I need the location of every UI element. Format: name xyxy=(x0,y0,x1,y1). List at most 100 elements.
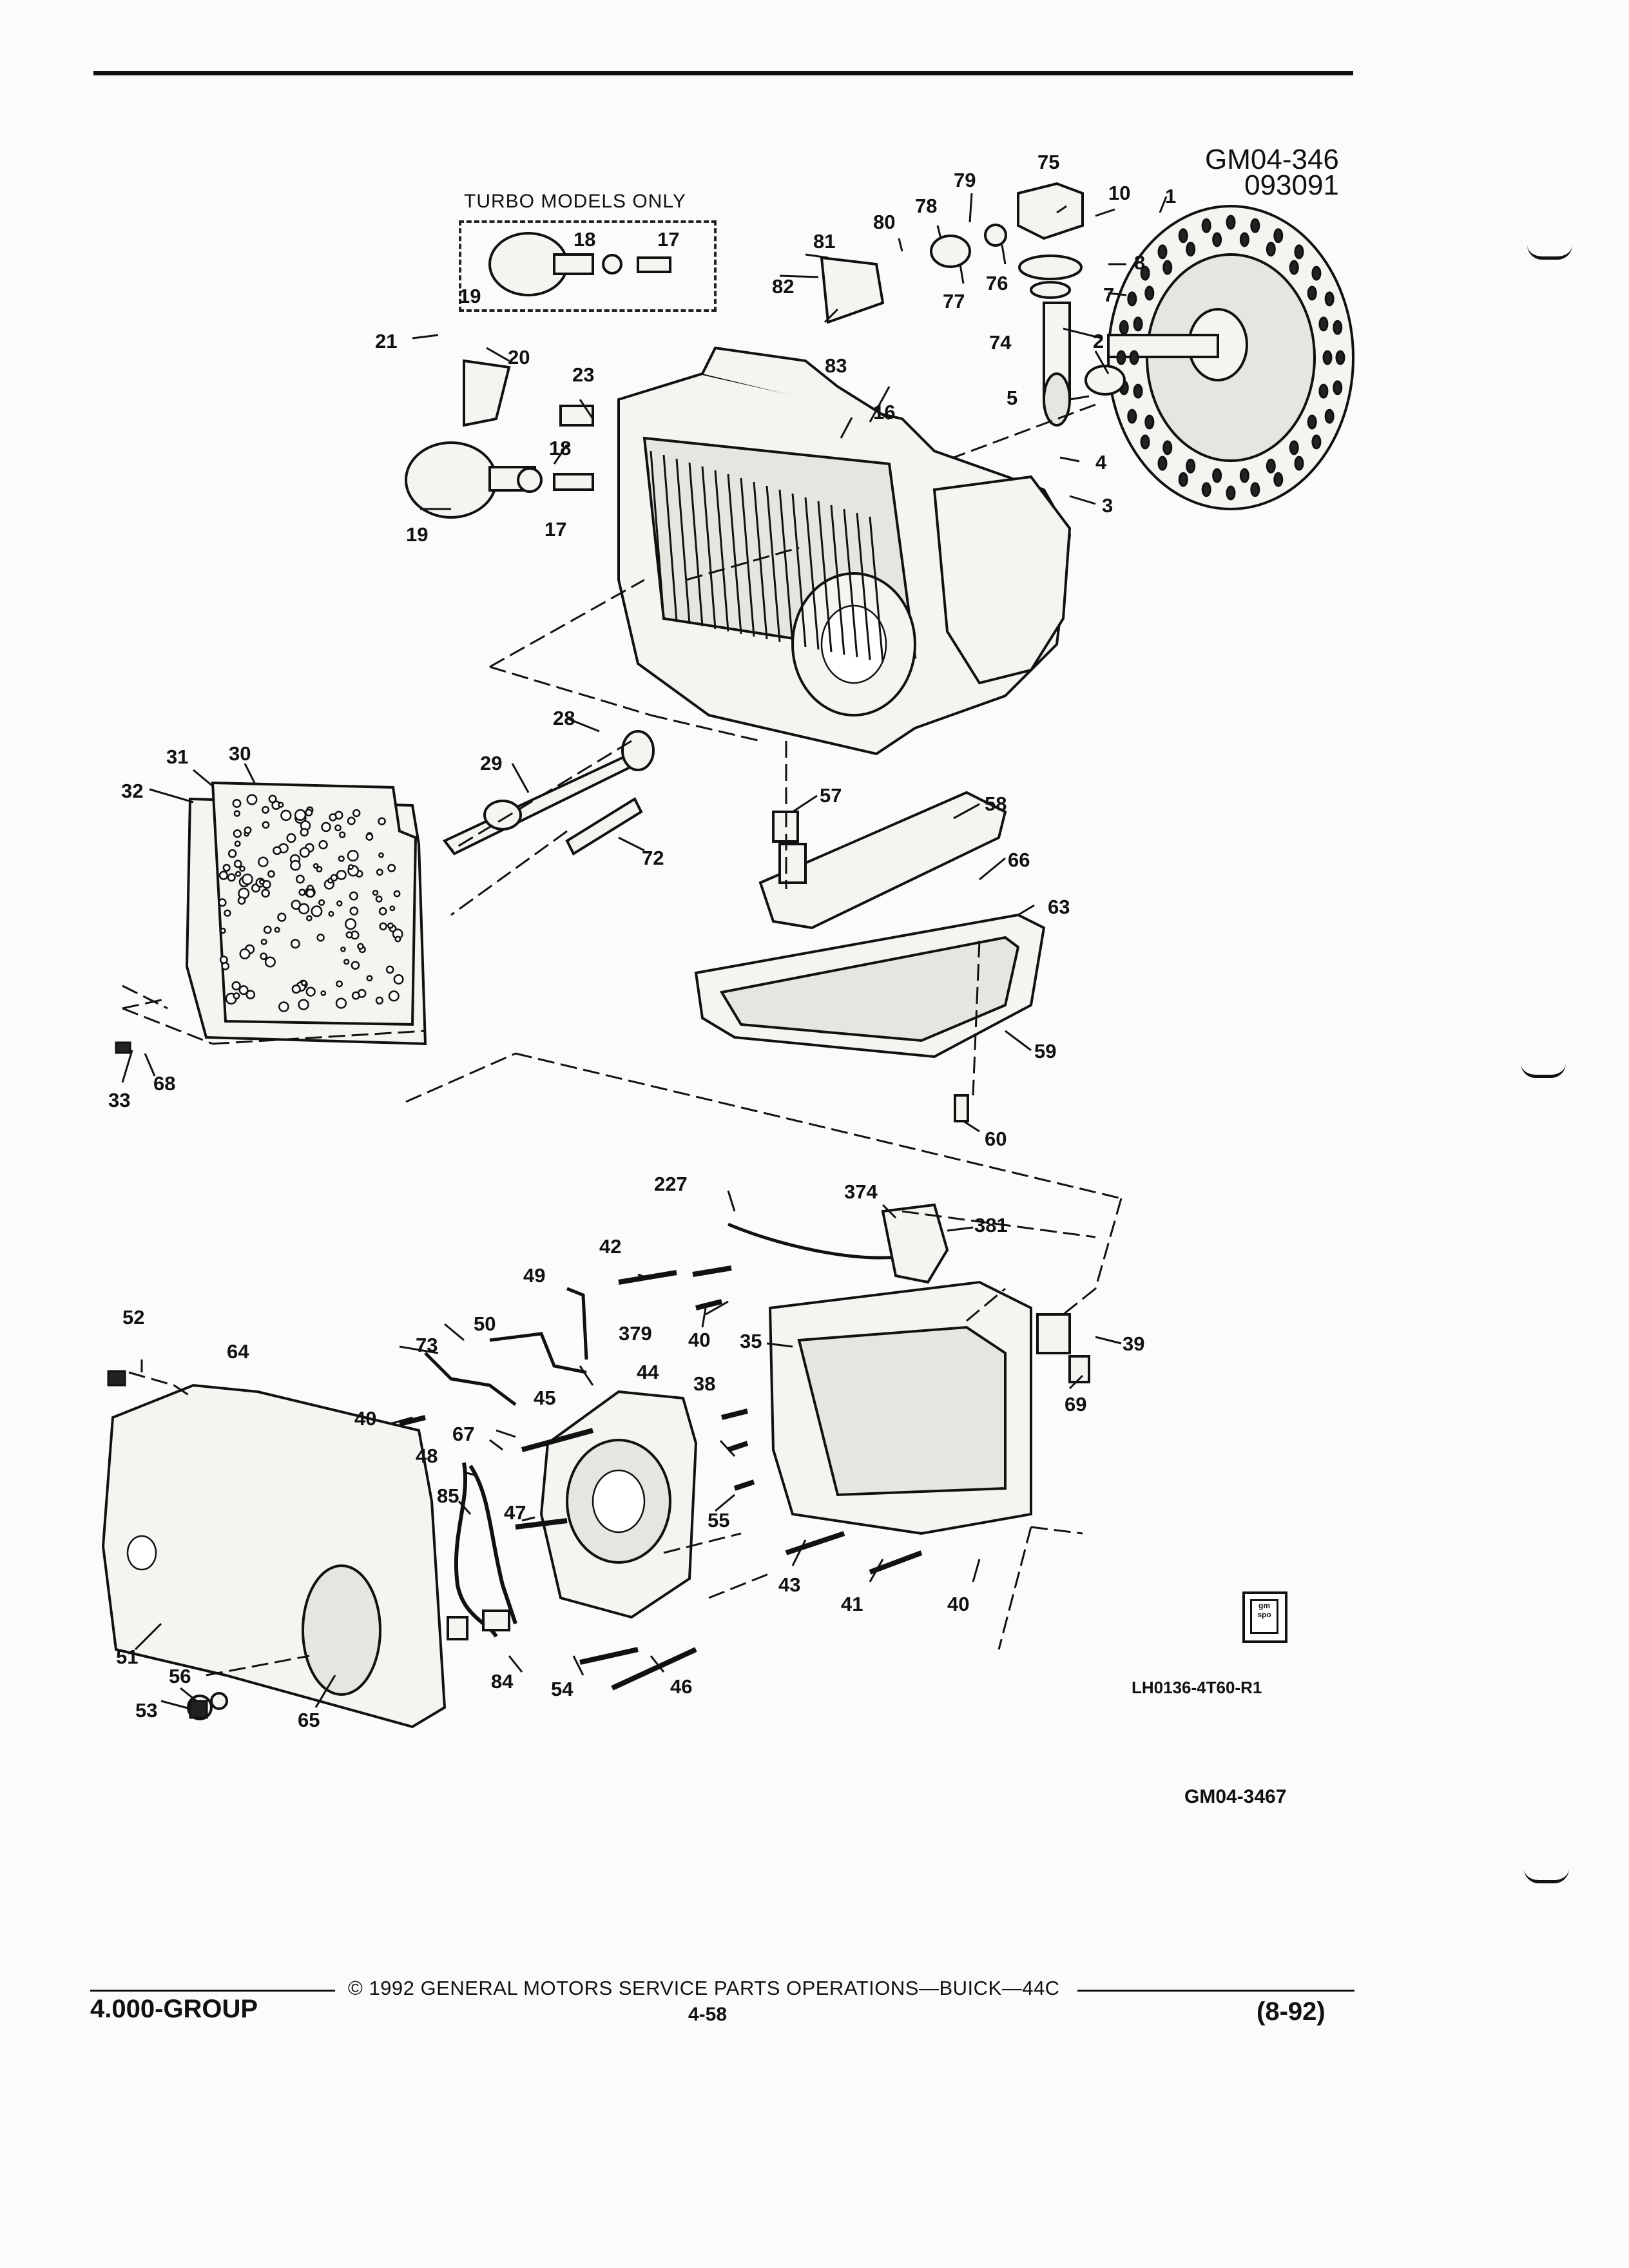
converter-vane xyxy=(1140,265,1150,281)
case-passage-line xyxy=(778,489,794,645)
callout-28: 28 xyxy=(553,707,575,729)
callout-76: 76 xyxy=(986,272,1008,294)
plate-passage-hole xyxy=(338,855,345,862)
pump-body xyxy=(539,1390,698,1619)
plate-passage-hole xyxy=(234,840,241,847)
callout-19-turbo: 19 xyxy=(459,285,481,307)
case-passage-line xyxy=(869,516,884,663)
plate-passage-hole xyxy=(311,905,323,918)
callout-81: 81 xyxy=(813,230,835,253)
plate-passage-hole xyxy=(298,903,310,915)
converter-vane xyxy=(1335,350,1345,365)
plate-passage-hole xyxy=(385,965,394,974)
assembly-dash-lines xyxy=(122,403,1123,1677)
plate-passage-hole xyxy=(232,798,242,808)
case-passage-line xyxy=(766,485,781,642)
case-passage-line xyxy=(675,458,691,624)
callout-75: 75 xyxy=(1037,151,1059,173)
plate-passage-hole xyxy=(335,997,347,1009)
callout-1: 1 xyxy=(1165,185,1176,207)
converter-vane xyxy=(1144,285,1155,301)
shafts xyxy=(442,730,655,856)
converter-vane xyxy=(1324,291,1335,307)
top-rule xyxy=(93,71,1353,75)
plate-passage-hole xyxy=(233,829,242,838)
plate-passage-hole xyxy=(387,863,396,872)
converter-vane xyxy=(1226,215,1236,230)
callout-31: 31 xyxy=(166,745,188,768)
case-passage-line xyxy=(791,493,807,648)
plate-passage-hole xyxy=(290,939,300,949)
callout-29: 29 xyxy=(480,752,502,774)
plate-passage-hole xyxy=(262,805,270,814)
callout-85: 85 xyxy=(437,1485,459,1507)
plate-passage-hole xyxy=(268,794,277,803)
plate-passage-hole xyxy=(378,907,387,916)
callout-labels: 1 2 3 4 5 7 8 10 16 17 17 18 18 19 19 20… xyxy=(108,151,1176,1731)
callout-74: 74 xyxy=(989,331,1012,354)
plate-passage-hole xyxy=(376,869,383,876)
plate-passage-hole xyxy=(393,974,404,985)
callout-379: 379 xyxy=(619,1322,652,1345)
plate-passage-hole xyxy=(291,984,301,994)
plate-passage-hole xyxy=(334,824,342,832)
converter-vane xyxy=(1144,414,1155,430)
case-passage-line xyxy=(843,508,858,658)
callout-57: 57 xyxy=(820,784,842,807)
callout-55: 55 xyxy=(708,1509,729,1532)
plate-passage-hole xyxy=(238,985,249,995)
converter-vane xyxy=(1266,458,1276,474)
callout-40c: 40 xyxy=(947,1593,969,1615)
converter-vane xyxy=(1162,440,1173,456)
callout-84: 84 xyxy=(491,1670,514,1693)
callout-7: 7 xyxy=(1103,284,1114,306)
plate-passage-hole xyxy=(329,813,337,822)
callout-46: 46 xyxy=(670,1675,692,1698)
plate-passage-hole xyxy=(298,889,306,896)
plate-passage-hole xyxy=(233,810,240,817)
converter-vane xyxy=(1212,232,1222,247)
converter-vane xyxy=(1250,482,1260,497)
converter-vane xyxy=(1273,472,1284,487)
callout-53: 53 xyxy=(135,1699,157,1722)
case-passage-line xyxy=(804,497,820,650)
case-passage-line xyxy=(650,450,665,619)
plate-passage-hole xyxy=(330,874,338,882)
callout-66: 66 xyxy=(1008,849,1030,871)
converter-vane xyxy=(1294,456,1304,471)
callout-39: 39 xyxy=(1123,1332,1144,1355)
callout-23: 23 xyxy=(572,363,594,386)
plate-passage-hole xyxy=(328,910,334,917)
converter-vane xyxy=(1324,408,1335,424)
plate-passage-hole xyxy=(278,1001,289,1012)
turbo-models-label: TURBO MODELS ONLY xyxy=(464,191,686,212)
converter-vane xyxy=(1311,434,1322,450)
footer-copyright: © 1992 GENERAL MOTORS SERVICE PARTS OPER… xyxy=(348,1977,1060,1999)
plate-passage-hole xyxy=(239,865,246,872)
case-passage-line xyxy=(714,470,729,632)
callout-30: 30 xyxy=(229,742,251,765)
figure-id: GM04-346 093091 xyxy=(1205,146,1339,200)
converter-vane xyxy=(1127,408,1137,424)
drawing-code: LH0136-4T60-R1 xyxy=(1132,1678,1262,1697)
plate-passage-hole xyxy=(298,999,309,1010)
callout-227: 227 xyxy=(654,1173,688,1195)
callout-79: 79 xyxy=(954,169,976,191)
plate-passage-hole xyxy=(294,809,307,822)
converter-vane xyxy=(1178,472,1188,487)
plate-passage-hole xyxy=(260,938,267,945)
converter-vane xyxy=(1116,350,1126,365)
callout-19: 19 xyxy=(406,523,428,546)
callout-44: 44 xyxy=(637,1361,659,1383)
callout-56: 56 xyxy=(169,1665,191,1687)
converter-vane xyxy=(1307,414,1317,430)
plate-passage-hole xyxy=(290,860,301,871)
callout-82: 82 xyxy=(772,275,794,298)
plate-passage-hole xyxy=(345,918,357,930)
callout-77: 77 xyxy=(943,290,965,312)
plate-passage-hole xyxy=(306,915,313,921)
plate-passage-hole xyxy=(375,996,384,1004)
callout-10: 10 xyxy=(1108,182,1130,204)
callout-58: 58 xyxy=(985,793,1007,815)
